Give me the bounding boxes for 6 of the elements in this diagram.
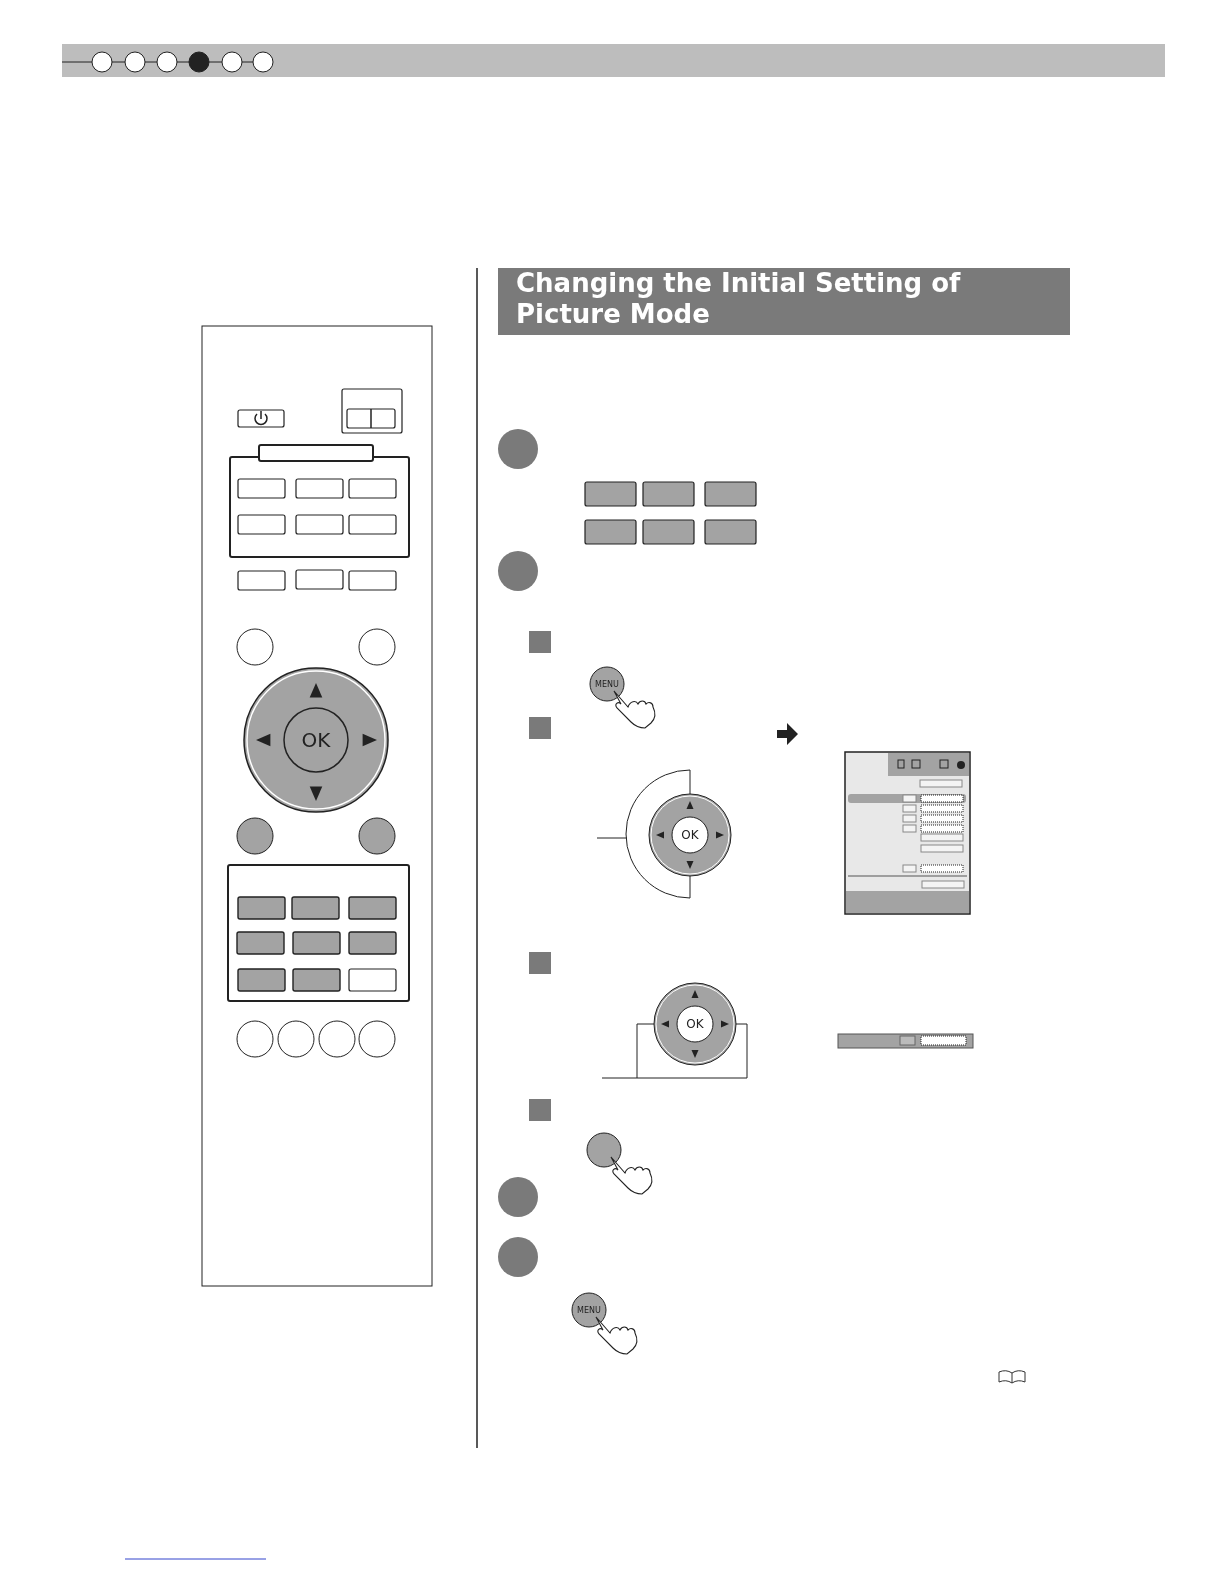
button-label: OK xyxy=(681,828,699,842)
button-label: MENU xyxy=(577,1305,601,1315)
button-label: OK xyxy=(301,728,331,752)
section-heading: Changing the Initial Setting of Picture Mode xyxy=(498,268,1070,335)
button-label: MENU xyxy=(595,679,619,689)
button-label: OK xyxy=(686,1017,704,1031)
